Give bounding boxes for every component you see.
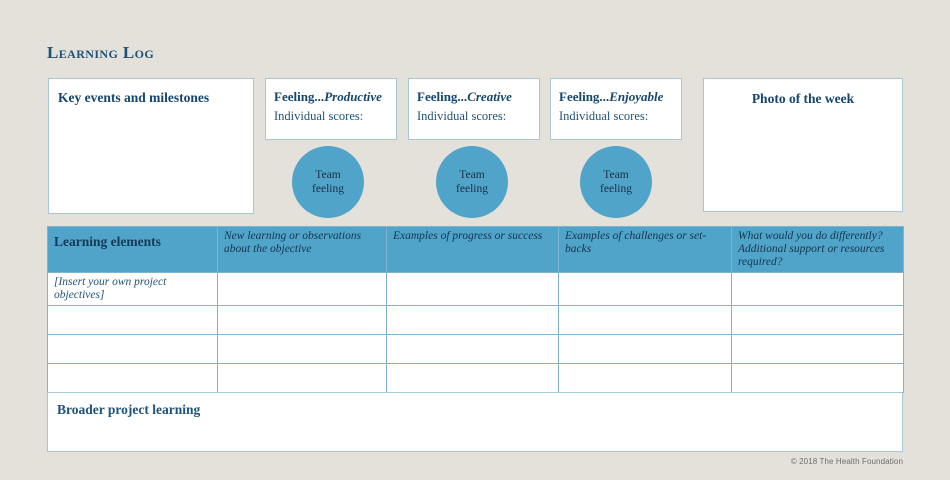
team-feeling-line1: Team xyxy=(459,168,485,181)
team-feeling-circle-productive[interactable]: Team feeling xyxy=(292,146,364,218)
table-cell[interactable] xyxy=(558,334,732,365)
team-feeling-label: Team feeling xyxy=(600,168,632,197)
team-feeling-circle-enjoyable[interactable]: Team feeling xyxy=(580,146,652,218)
feeling-box-productive[interactable]: Feeling...Productive Individual scores: xyxy=(265,78,397,140)
feeling-subtitle-enjoyable: Individual scores: xyxy=(559,108,649,123)
table-header-progress: Examples of progress or success xyxy=(386,226,559,273)
table-header-differently: What would you do differently? Additiona… xyxy=(731,226,904,273)
broader-project-learning-title: Broader project learning xyxy=(57,402,201,417)
table-header-label: Examples of challenges or set-backs xyxy=(565,230,707,255)
feeling-word: Creative xyxy=(467,89,512,104)
learning-elements-table: Learning elements New learning or observ… xyxy=(47,226,904,394)
table-cell[interactable] xyxy=(217,271,387,307)
table-header-challenges: Examples of challenges or set-backs xyxy=(558,226,732,273)
feeling-title-enjoyable: Feeling...Enjoyable xyxy=(559,89,681,105)
table-cell[interactable] xyxy=(217,305,387,336)
team-feeling-label: Team feeling xyxy=(456,168,488,197)
table-cell[interactable] xyxy=(731,305,904,336)
table-header-label: Examples of progress or success xyxy=(393,230,543,242)
table-cell[interactable] xyxy=(217,363,387,394)
table-header-label: New learning or observations about the o… xyxy=(224,230,362,255)
table-cell[interactable] xyxy=(47,363,218,394)
table-header-learning-elements: Learning elements xyxy=(47,226,218,273)
table-header-row: Learning elements New learning or observ… xyxy=(47,226,904,273)
feeling-prefix: Feeling... xyxy=(274,89,325,104)
table-cell[interactable] xyxy=(386,271,559,307)
team-feeling-line1: Team xyxy=(603,168,629,181)
key-events-box[interactable]: Key events and milestones xyxy=(48,78,254,214)
table-header-new-learning: New learning or observations about the o… xyxy=(217,226,387,273)
table-row xyxy=(47,334,904,365)
table-body: [Insert your own project objectives] xyxy=(47,271,904,394)
table-cell[interactable] xyxy=(731,363,904,394)
table-row xyxy=(47,363,904,394)
team-feeling-line2: feeling xyxy=(600,183,632,195)
feeling-subtitle-productive: Individual scores: xyxy=(274,108,364,123)
feeling-subtitle-creative: Individual scores: xyxy=(417,108,507,123)
table-cell[interactable] xyxy=(47,305,218,336)
photo-of-the-week-title: Photo of the week xyxy=(751,91,855,106)
table-cell[interactable] xyxy=(558,271,732,307)
feeling-prefix: Feeling... xyxy=(559,89,610,104)
table-cell[interactable] xyxy=(386,334,559,365)
feeling-prefix: Feeling... xyxy=(417,89,468,104)
team-feeling-line2: feeling xyxy=(456,183,488,195)
objectives-placeholder: [Insert your own project objectives] xyxy=(54,275,167,301)
table-cell[interactable] xyxy=(217,334,387,365)
table-header-label: Learning elements xyxy=(54,234,161,249)
table-header-label: What would you do differently? Additiona… xyxy=(738,230,885,268)
feeling-word: Enjoyable xyxy=(609,89,664,104)
page-title: Learning Log xyxy=(47,43,155,62)
broader-project-learning-box[interactable]: Broader project learning xyxy=(47,392,903,452)
table-cell[interactable] xyxy=(558,305,732,336)
table-cell[interactable] xyxy=(731,334,904,365)
feeling-box-enjoyable[interactable]: Feeling...Enjoyable Individual scores: xyxy=(550,78,682,140)
feeling-word: Productive xyxy=(324,89,382,104)
table-cell[interactable] xyxy=(731,271,904,307)
team-feeling-circle-creative[interactable]: Team feeling xyxy=(436,146,508,218)
key-events-title: Key events and milestones xyxy=(58,90,210,105)
team-feeling-label: Team feeling xyxy=(312,168,344,197)
feeling-title-productive: Feeling...Productive xyxy=(274,89,396,105)
table-cell[interactable] xyxy=(386,305,559,336)
photo-of-the-week-box[interactable]: Photo of the week xyxy=(703,78,903,212)
feeling-box-creative[interactable]: Feeling...Creative Individual scores: xyxy=(408,78,540,140)
table-row: [Insert your own project objectives] xyxy=(47,271,904,307)
table-cell[interactable]: [Insert your own project objectives] xyxy=(47,271,218,307)
table-cell[interactable] xyxy=(47,334,218,365)
table-header: Learning elements New learning or observ… xyxy=(47,226,904,273)
table-row xyxy=(47,305,904,336)
table-cell[interactable] xyxy=(558,363,732,394)
feeling-title-creative: Feeling...Creative xyxy=(417,89,539,105)
table-cell[interactable] xyxy=(386,363,559,394)
footer-copyright: © 2018 The Health Foundation xyxy=(790,457,903,466)
team-feeling-line1: Team xyxy=(315,168,341,181)
team-feeling-line2: feeling xyxy=(312,183,344,195)
